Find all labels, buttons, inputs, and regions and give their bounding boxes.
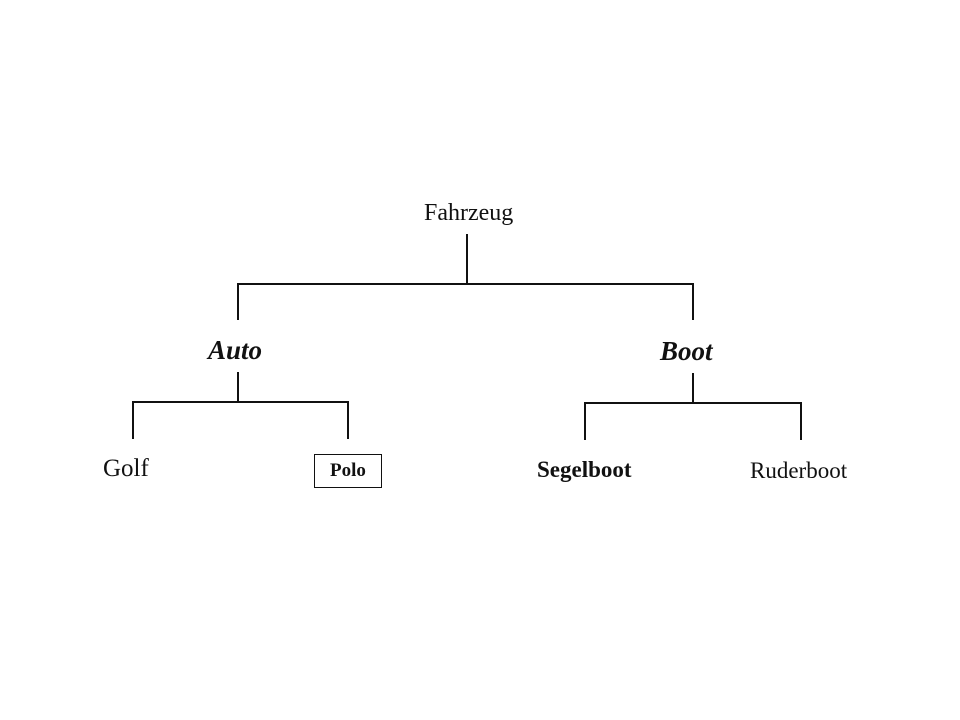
auto-stem-line [237,372,239,402]
root-stem-line [466,234,468,284]
auto-crossbar-line [132,401,349,403]
boot-stem-line [692,373,694,403]
segelboot-leaf-label: Segelboot [537,457,632,482]
auto-drop-line [237,283,239,320]
polo-leaf-box: Polo [314,454,382,488]
polo-drop-line [347,401,349,439]
segelboot-drop-line [584,402,586,440]
golf-drop-line [132,401,134,439]
auto-node-label: Auto [208,335,263,365]
ruderboot-leaf-label: Ruderboot [750,458,848,483]
boot-crossbar-line [584,402,802,404]
root-node-label: Fahrzeug [424,200,514,226]
root-crossbar-line [237,283,694,285]
boot-node-label: Boot [660,336,713,366]
ruderboot-drop-line [800,402,802,440]
golf-leaf-label: Golf [103,455,149,482]
boot-drop-line [692,283,694,320]
